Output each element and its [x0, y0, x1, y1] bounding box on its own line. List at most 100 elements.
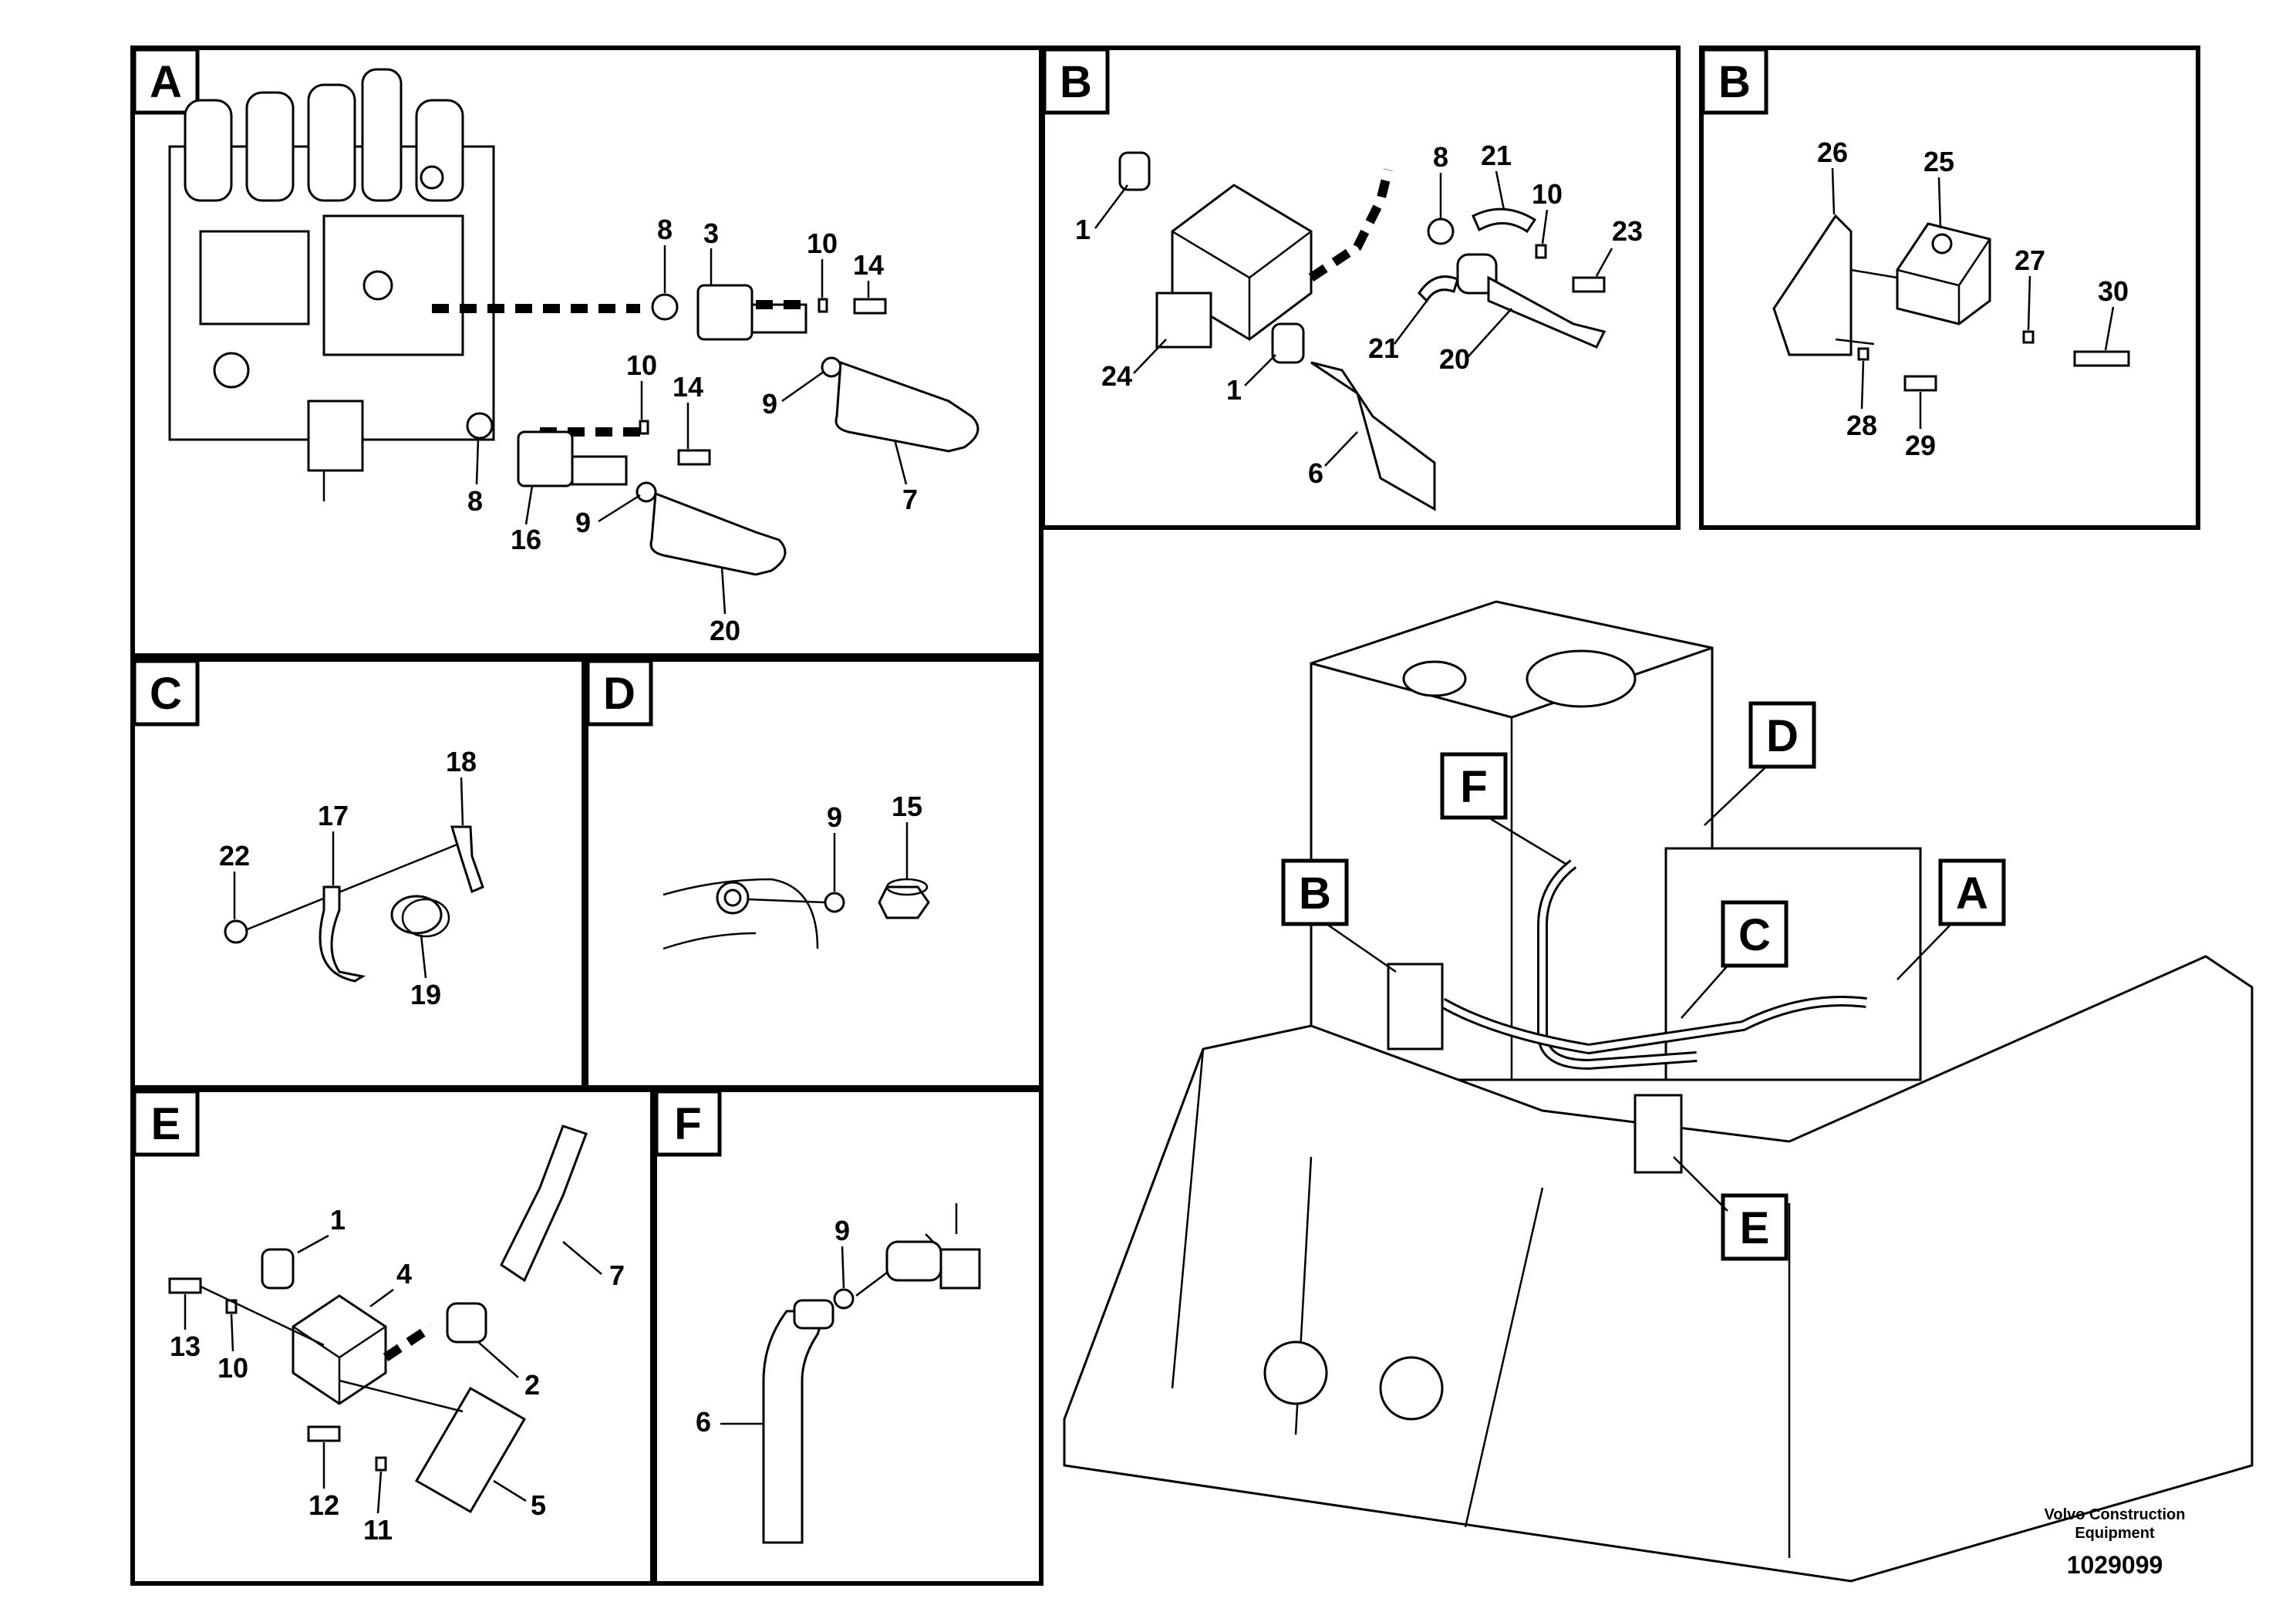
callout-d-9: 9 [827, 801, 842, 833]
panel-b-bolt-23 [1572, 276, 1606, 293]
panel-a-oring-9-upper [821, 356, 842, 378]
panel-b2-frame [1699, 46, 2200, 530]
panel-a-flange-3 [696, 284, 754, 341]
overview-tag-c: C [1738, 910, 1771, 960]
overview-tag-e: E [1740, 1203, 1770, 1253]
machine-overview [1063, 600, 2254, 1583]
callout-e-2: 2 [524, 1369, 540, 1401]
callout-e-1: 1 [330, 1204, 346, 1236]
panel-e-bolt-12 [307, 1425, 341, 1442]
callout-e-4: 4 [396, 1258, 412, 1290]
callout-e-11: 11 [363, 1514, 393, 1546]
callout-b1-1-bottom: 1 [1226, 374, 1242, 406]
panel-d-frame [584, 657, 1043, 1090]
callout-b1-23: 23 [1612, 215, 1643, 247]
panel-d-tag: D [603, 669, 636, 719]
panel-a-adapter-lower [571, 455, 628, 486]
panel-f-tag-box [654, 1089, 722, 1157]
credit-block: Volvo Construction Equipment 1029099 [2045, 1506, 2186, 1579]
panel-b2-block-25 [1896, 222, 1991, 325]
panel-b2-washer-28 [1857, 347, 1870, 361]
panel-d: D 9 15 [584, 657, 1043, 1090]
panel-e-fitting-2 [446, 1302, 487, 1344]
panel-b2-tag: B [1718, 57, 1751, 107]
panel-e-dashed-line [383, 1323, 435, 1361]
panel-b-washer-10 [1535, 244, 1547, 259]
panel-f-hose-6 [762, 1310, 828, 1544]
overview-tag-d-box [1748, 701, 1816, 769]
callout-e-12: 12 [308, 1489, 339, 1521]
panel-b-hose-6 [1310, 361, 1436, 511]
panel-b-bracket: B 26 25 27 30 28 29 [1699, 46, 2200, 530]
panel-d-oring-9 [824, 892, 845, 913]
callout-a-14-upper: 14 [853, 249, 884, 281]
panel-e-hose-7 [500, 1125, 588, 1283]
callout-b1-10: 10 [1532, 178, 1563, 210]
overview-tag-c-box [1721, 900, 1789, 968]
panel-c-clip-18 [450, 825, 484, 894]
panel-b-hose-20 [1487, 275, 1607, 349]
panel-a-hose-fitting-7 [834, 360, 979, 453]
panel-a-tag-box [132, 47, 200, 115]
overview-tag-a: A [1956, 868, 1988, 919]
panel-a-flange-16 [517, 430, 574, 487]
panel-f-tag: F [674, 1099, 701, 1149]
callout-b2-30: 30 [2098, 275, 2129, 307]
tank-cap [1402, 660, 1467, 697]
panel-e: E 1 4 7 13 10 2 12 11 5 [130, 1088, 655, 1586]
panel-a-washer-10-upper [818, 298, 828, 313]
overview-control-valve [1664, 847, 1922, 1081]
panel-a-hose-fitting-20 [649, 491, 787, 576]
panel-c-frame [130, 657, 586, 1090]
panel-b-fitting-1-bottom [1271, 322, 1305, 364]
callout-b1-21-upper: 21 [1481, 140, 1512, 171]
callout-e-10: 10 [217, 1352, 248, 1384]
document-number: 1029099 [2067, 1551, 2163, 1579]
panel-b-flange-20 [1456, 253, 1498, 295]
callout-a-3: 3 [703, 218, 719, 249]
callout-c-22: 22 [219, 840, 250, 872]
overview-valve-block-e [1633, 1094, 1683, 1174]
panel-b-fitting-1-top [1118, 151, 1151, 191]
callout-b2-29: 29 [1905, 430, 1936, 461]
panel-b-block-base [1155, 292, 1212, 349]
panel-c-bolt-22 [224, 919, 248, 944]
overview-tag-f-box [1440, 752, 1508, 820]
callout-f-9: 9 [834, 1215, 850, 1246]
credit-line2: Equipment [2075, 1525, 2155, 1542]
panel-b1-frame [1040, 46, 1681, 530]
callout-a-9-lower: 9 [575, 507, 591, 538]
panel-b-clamp-21-lower [1418, 275, 1459, 303]
tank-cover [1526, 649, 1637, 708]
panel-d-tag-box [585, 659, 653, 727]
panel-b2-bolt-30 [2073, 350, 2130, 367]
overview-tag-b: B [1299, 868, 1331, 919]
panel-a-bolt-14-lower [677, 449, 711, 466]
panel-e-tag-box [132, 1089, 200, 1157]
panel-a-tag: A [150, 57, 182, 107]
callout-e-13: 13 [170, 1330, 201, 1362]
panel-a-oring-8-upper [651, 293, 679, 321]
panel-b2-tag-box [1701, 47, 1768, 115]
panel-e-fitting-1 [261, 1248, 295, 1290]
overview-tag-a-box [1938, 858, 2006, 926]
panel-f-oring-9 [833, 1288, 855, 1310]
callout-c-17: 17 [318, 800, 349, 831]
callout-a-8-lower: 8 [467, 485, 483, 517]
callout-a-9-upper: 9 [762, 388, 777, 420]
panel-b1-tag-box [1042, 47, 1110, 115]
panel-a: A [130, 46, 1043, 658]
panel-f-hose-nut [793, 1299, 834, 1330]
boom-pivot-right [1379, 1356, 1444, 1421]
callout-d-15: 15 [892, 791, 922, 822]
callout-a-16: 16 [511, 524, 541, 555]
callout-b2-26: 26 [1817, 137, 1848, 168]
overview-valve-block-b [1387, 963, 1444, 1050]
panel-a-oring-9-lower [636, 481, 657, 503]
panel-b-clamp-21-upper [1472, 207, 1537, 234]
panel-a-oring-8-lower [466, 412, 494, 440]
panel-f-port-fitting [885, 1240, 942, 1282]
panel-f-frame [652, 1088, 1043, 1586]
callout-a-20: 20 [710, 615, 740, 646]
panel-b-dashed-line [1308, 168, 1393, 282]
